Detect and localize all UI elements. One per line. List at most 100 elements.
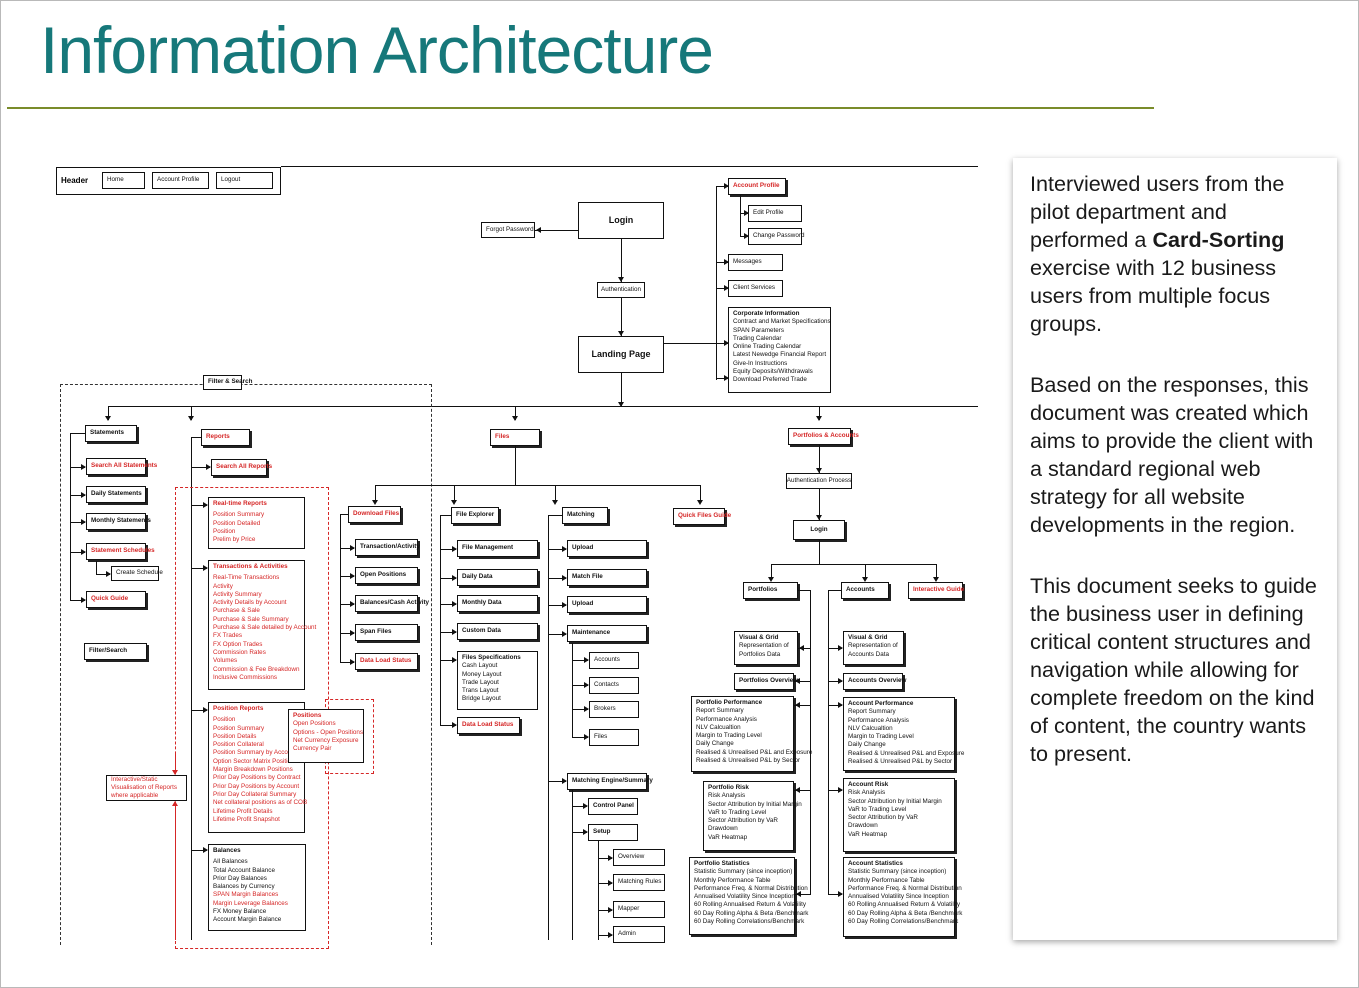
filter-search-2-box: Filter/Search bbox=[84, 643, 147, 660]
connector-line bbox=[281, 166, 978, 167]
arrow-head bbox=[796, 891, 801, 897]
quick-files-guide-box: Quick Files Guide bbox=[673, 508, 731, 525]
arrow-head bbox=[372, 500, 378, 505]
connector-line bbox=[440, 632, 456, 633]
connector-line bbox=[828, 681, 842, 682]
box-item: Realised & Unrealised P&L by Sector bbox=[696, 757, 801, 765]
box-item: 60 Rolling Annualised Return & Volatilit… bbox=[694, 901, 807, 909]
search-all-reports-box: Search All Reports bbox=[211, 459, 272, 476]
box-item: 60 Day Rolling Correlations/Benchmark bbox=[694, 918, 805, 926]
box-item: SPAN Margin Balances bbox=[213, 891, 279, 899]
connector-line bbox=[598, 858, 612, 859]
connector-line bbox=[795, 894, 810, 895]
transaction-activity-box: Transaction/Activity bbox=[355, 539, 420, 556]
arrow-head bbox=[81, 549, 86, 555]
arrow-head bbox=[452, 657, 457, 663]
connector-line bbox=[598, 841, 599, 940]
arrow-head bbox=[608, 880, 613, 886]
connector-line bbox=[572, 685, 588, 686]
arrow-head bbox=[862, 577, 868, 582]
box-item: Download Preferred Trade bbox=[733, 376, 807, 384]
box-item: Daily Change bbox=[848, 741, 886, 749]
box-item: Trade Layout bbox=[462, 678, 499, 686]
arrow-head bbox=[452, 722, 457, 728]
arrow-head bbox=[795, 678, 800, 684]
login-box: Login bbox=[578, 202, 664, 239]
connector-line bbox=[572, 790, 573, 940]
box-item: Total Account Balance bbox=[213, 866, 275, 874]
quick-guide-box: Quick Guide bbox=[86, 591, 146, 608]
arrow-head bbox=[350, 573, 355, 579]
arrow-head bbox=[203, 847, 208, 853]
connector-line bbox=[555, 485, 556, 500]
arrow-head bbox=[583, 829, 588, 835]
daily-statements-box: Daily Statements bbox=[86, 486, 146, 503]
box-item: Lifetime Profit Snapshot bbox=[213, 815, 280, 823]
box-item: Accounts Data bbox=[848, 650, 889, 658]
connector-line bbox=[828, 590, 829, 895]
statement-schedules-box: Statement Schedules bbox=[86, 543, 155, 560]
arrow-head bbox=[81, 492, 86, 498]
arrow-head bbox=[562, 778, 567, 784]
interactive-guide-box: Interactive Guide bbox=[908, 582, 964, 599]
connector-line bbox=[794, 681, 810, 682]
box-item: Prior Day Collateral Summary bbox=[213, 790, 297, 798]
connector-line bbox=[340, 604, 354, 605]
box-item: Inclusive Commissions bbox=[213, 673, 278, 681]
box-item: Margin Breakdown Positions bbox=[213, 766, 293, 774]
box-item: Trading Calendar bbox=[733, 334, 782, 342]
arrow-head bbox=[724, 285, 729, 291]
connector-line bbox=[598, 910, 612, 911]
box-item: Trans Layout bbox=[462, 687, 499, 695]
box-item: Representation of bbox=[739, 642, 789, 650]
connector-line bbox=[340, 548, 354, 549]
page-title: Information Architecture bbox=[40, 13, 714, 87]
box-item: Risk Analysis bbox=[848, 789, 886, 797]
connector-line bbox=[598, 883, 612, 884]
connector-line bbox=[440, 578, 456, 579]
arrow-head bbox=[816, 515, 822, 520]
box-item: VaR to Trading Level bbox=[708, 808, 767, 816]
arrow-head bbox=[724, 340, 729, 346]
connector-line bbox=[535, 230, 578, 231]
box-item: Balances by Currency bbox=[213, 883, 275, 891]
box-item: Equity Deposits/Withdrawals bbox=[733, 368, 813, 376]
box-item: Monthly Performance Table bbox=[694, 876, 771, 884]
arrow-head bbox=[799, 645, 804, 651]
box-item: Latest Newedge Financial Report bbox=[733, 351, 827, 359]
box-item: Performance Analysis bbox=[696, 715, 757, 723]
connector-line bbox=[794, 705, 810, 706]
upload-box: Upload bbox=[567, 540, 647, 557]
box-item: NLV Calcualtion bbox=[696, 723, 741, 731]
box-title: Portfolio Risk bbox=[708, 784, 749, 791]
connector-line bbox=[828, 590, 841, 591]
connector-line bbox=[548, 515, 549, 940]
box-item: Activity Details by Account bbox=[213, 599, 287, 607]
arrow-head bbox=[536, 227, 541, 233]
arrow-head bbox=[451, 500, 457, 505]
brokers-box: Brokers bbox=[589, 701, 639, 718]
connector-line bbox=[810, 590, 811, 895]
connector-line bbox=[70, 522, 85, 523]
connector-line bbox=[572, 806, 587, 807]
arrow-head bbox=[816, 416, 822, 421]
control-panel-box: Control Panel bbox=[588, 798, 638, 815]
box-item: Activity bbox=[213, 582, 233, 590]
connector-line bbox=[191, 850, 207, 851]
connector-line bbox=[819, 540, 820, 564]
header-home: Home bbox=[102, 172, 145, 189]
box-title: Account Performance bbox=[848, 700, 914, 707]
box-item: Purchase & Sale Summary bbox=[213, 615, 289, 623]
connector-line bbox=[70, 433, 71, 600]
box-item: FX Money Balance bbox=[213, 908, 267, 916]
connector-line bbox=[572, 643, 573, 737]
p1-bold: Card-Sorting bbox=[1152, 227, 1285, 252]
connector-line bbox=[716, 288, 728, 289]
box-item: Annualised Volatility Since Inception bbox=[694, 893, 795, 901]
box-item: Sector Attribution by VaR bbox=[848, 814, 918, 822]
daily-data-box: Daily Data bbox=[457, 569, 538, 586]
box-item: Options - Open Positions bbox=[293, 728, 364, 736]
arrow-head bbox=[584, 682, 589, 688]
